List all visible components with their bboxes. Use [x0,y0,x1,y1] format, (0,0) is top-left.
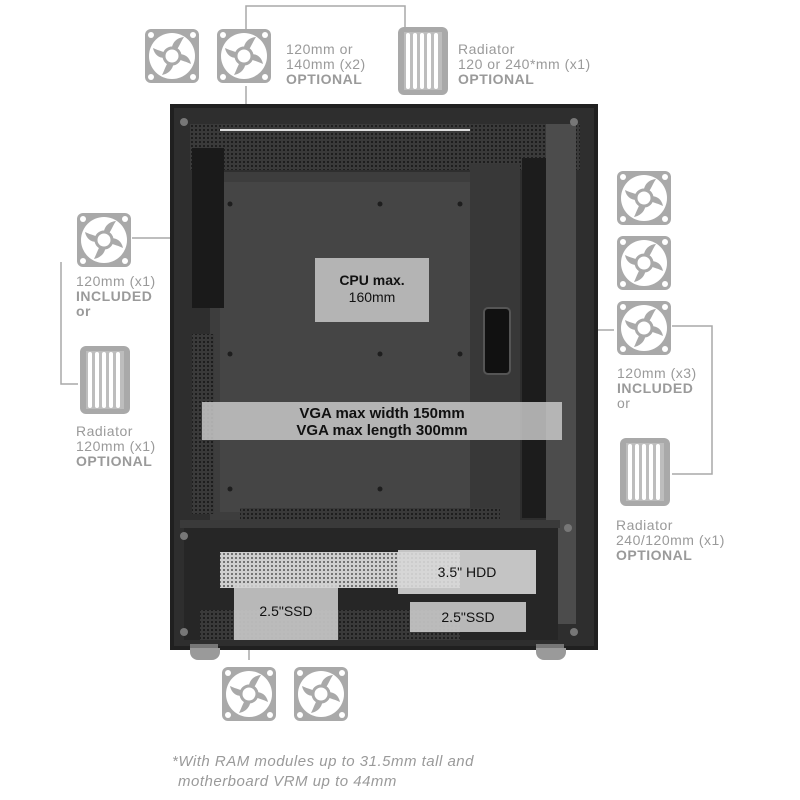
top-radiator-label-line2: 120 or 240*mm (x1) [458,56,591,72]
front-radiator-icon [618,436,672,508]
rear-radiator-optional: OPTIONAL [76,453,153,469]
hdd-bay: 3.5" HDD [398,550,536,594]
rear-fan-label: 120mm (x1) INCLUDED or [76,274,156,319]
front-fan-3-icon [616,300,672,356]
footnote-line1: *With RAM modules up to 31.5mm tall and [172,753,474,770]
front-radiator-label-line2: 240/120mm (x1) [616,532,725,548]
front-fan-2-icon [616,235,672,291]
front-fan-label: 120mm (x3) INCLUDED or [617,366,697,411]
rear-radiator-label: Radiator 120mm (x1) OPTIONAL [76,424,156,469]
front-fan-label-size: 120mm (x3) [617,365,697,381]
ssd-right-label: 2.5"SSD [441,609,495,625]
bottom-fan-2-icon [293,666,349,722]
top-fan-2-icon [216,28,272,84]
rear-fan-icon [76,212,132,268]
cpu-clearance-line1: CPU max. [339,272,405,288]
cpu-clearance-box: CPU max. 160mm [315,258,429,322]
top-fan-label-line2: 140mm (x2) [286,56,366,72]
rear-fan-included: INCLUDED [76,288,153,304]
front-radiator-label-line1: Radiator [616,517,673,533]
ssd-bay-left: 2.5"SSD [234,584,338,640]
hdd-label: 3.5" HDD [437,564,497,580]
front-fan-1-icon [616,170,672,226]
case-foot-left [190,648,220,660]
front-radiator-optional: OPTIONAL [616,547,693,563]
rear-radiator-label-line1: Radiator [76,423,133,439]
vga-clearance-line2: VGA max length 300mm [296,422,468,439]
top-radiator-label: Radiator 120 or 240*mm (x1) OPTIONAL [458,42,591,87]
ssd-bay-right: 2.5"SSD [410,602,526,632]
top-radiator-optional: OPTIONAL [458,71,535,87]
top-fan-label: 120mm or 140mm (x2) OPTIONAL [286,42,366,87]
cpu-clearance-line2: 160mm [348,289,396,305]
vga-clearance-line1: VGA max width 150mm [299,405,465,422]
rear-radiator-label-line2: 120mm (x1) [76,438,156,454]
footnote-line2: motherboard VRM up to 44mm [178,773,397,790]
rear-fan-label-size: 120mm (x1) [76,273,156,289]
front-fan-included: INCLUDED [617,380,694,396]
rear-or: or [76,303,91,319]
top-fan-label-line1: 120mm or [286,41,354,57]
top-fan-optional: OPTIONAL [286,71,363,87]
ssd-left-label: 2.5"SSD [259,603,313,619]
front-radiator-label: Radiator 240/120mm (x1) OPTIONAL [616,518,725,563]
top-radiator-icon [396,25,450,97]
case-foot-right [536,648,566,660]
bottom-fan-1-icon [221,666,277,722]
rear-radiator-icon [78,344,132,416]
front-or: or [617,395,631,411]
top-radiator-label-line1: Radiator [458,41,515,57]
top-fan-1-icon [144,28,200,84]
footnote: *With RAM modules up to 31.5mm tall and … [172,752,474,792]
vga-clearance-box: VGA max width 150mm VGA max length 300mm [202,402,562,440]
